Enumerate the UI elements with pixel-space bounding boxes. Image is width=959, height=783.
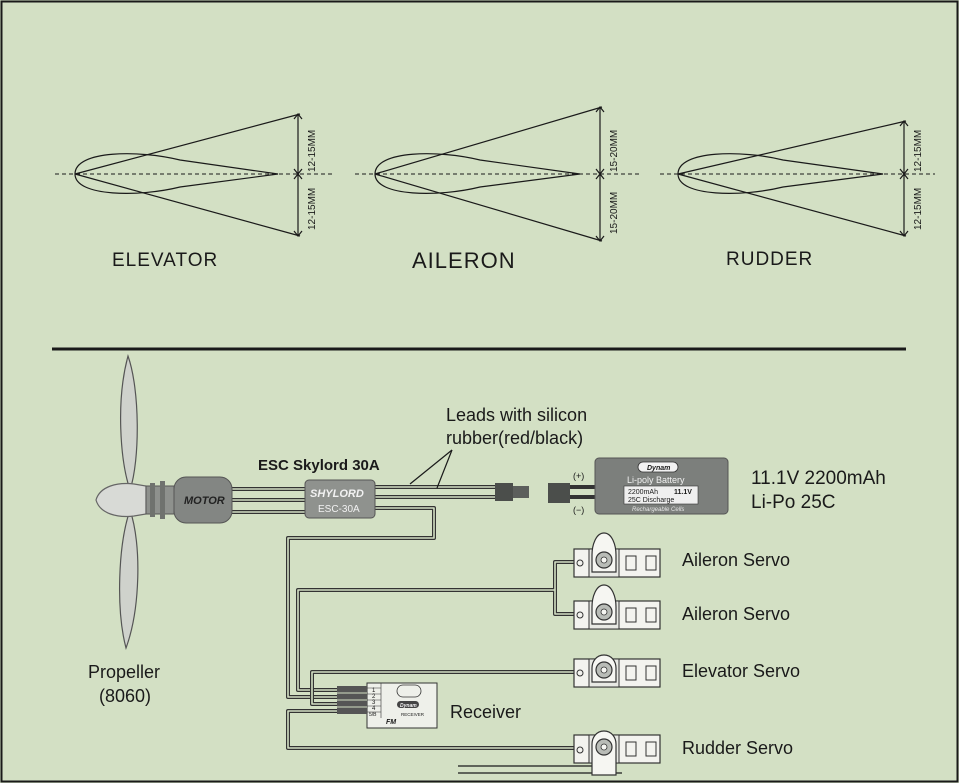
throw-line-down bbox=[74, 173, 301, 237]
servo-rudder-label: Rudder Servo bbox=[682, 738, 793, 758]
throw-line-up bbox=[677, 120, 907, 175]
battery-spec-line1: 11.1V 2200mAh bbox=[751, 468, 886, 489]
propeller-blade-top bbox=[120, 353, 138, 492]
elevator-up-throw: 12-15MM bbox=[307, 130, 318, 172]
receiver-ch-3: 3 bbox=[372, 700, 376, 706]
rudder-up-throw: 12-15MM bbox=[913, 130, 924, 172]
elevator-throw-diagram: 12-15MM 12-15MM ELEVATOR bbox=[55, 113, 335, 271]
battery-label bbox=[623, 485, 699, 505]
connector-male bbox=[495, 483, 513, 501]
battery-note: Rechargeable Cells bbox=[632, 507, 684, 513]
esc-brand: SHYLORD bbox=[310, 488, 364, 500]
propeller-label: Propeller bbox=[88, 662, 160, 682]
esc-title: ESC Skylord 30A bbox=[258, 457, 380, 474]
battery-connector bbox=[495, 483, 570, 503]
receiver-ch-4: 4 bbox=[372, 706, 376, 712]
servo-aileron-1: Aileron Servo bbox=[573, 532, 790, 578]
motor: MOTOR bbox=[145, 476, 233, 524]
receiver-pin-grid bbox=[367, 683, 382, 718]
propeller-size: (8060) bbox=[99, 686, 151, 706]
dimension-arrows bbox=[595, 106, 605, 242]
spinner bbox=[95, 482, 147, 518]
propeller-blade-bottom bbox=[119, 508, 139, 650]
esc-body bbox=[304, 479, 376, 519]
dimension-arrows bbox=[899, 120, 909, 237]
battery-negative: (−) bbox=[573, 505, 584, 515]
battery-brand: Dynam bbox=[647, 465, 670, 472]
rudder-down-throw: 12-15MM bbox=[913, 188, 924, 230]
aileron-down-throw: 15-20MM bbox=[609, 192, 620, 234]
motor-label: MOTOR bbox=[184, 495, 225, 507]
leads-note: Leads with silicon rubber(red/black) bbox=[409, 405, 587, 489]
motor-mount bbox=[150, 481, 165, 519]
throw-line-down bbox=[677, 173, 907, 237]
esc: ESC Skylord 30A SHYLORD ESC-30A bbox=[258, 457, 380, 519]
receiver-fm: FM bbox=[386, 719, 396, 726]
receiver-crystal bbox=[396, 684, 422, 698]
throw-line-down bbox=[374, 173, 603, 242]
leader-line bbox=[436, 449, 453, 489]
battery-logo-badge bbox=[637, 461, 679, 473]
leads-note-line2: rubber(red/black) bbox=[446, 428, 583, 448]
receiver-plug-dividers bbox=[337, 692, 367, 708]
leader-line bbox=[409, 449, 453, 485]
battery-voltage: 11.1V bbox=[674, 489, 692, 496]
servo-elevator-label: Elevator Servo bbox=[682, 661, 800, 681]
airfoil-shape bbox=[677, 153, 884, 194]
servo-rudder: Rudder Servo bbox=[573, 730, 793, 776]
battery-positive: (+) bbox=[573, 471, 584, 481]
battery: Dynam Li-poly Battery 2200mAh 11.1V 25C … bbox=[573, 457, 886, 515]
aileron-up-throw: 15-20MM bbox=[609, 130, 620, 172]
receiver-ch-5: 5/B bbox=[369, 712, 377, 718]
servo-aileron-1-label: Aileron Servo bbox=[682, 550, 790, 570]
battery-spec-line2: Li-Po 25C bbox=[751, 492, 836, 513]
receiver-ch-1: 1 bbox=[372, 688, 376, 694]
receiver-brand: Dynam bbox=[400, 703, 417, 709]
elevator-label: ELEVATOR bbox=[112, 250, 218, 271]
motor-body bbox=[173, 476, 233, 524]
battery-discharge: 25C Discharge bbox=[628, 497, 674, 504]
connector-female bbox=[548, 483, 570, 503]
servo-aileron-2-label: Aileron Servo bbox=[682, 604, 790, 624]
receiver-ch-2: 2 bbox=[372, 694, 376, 700]
airfoil-shape bbox=[74, 153, 279, 194]
leads-note-line1: Leads with silicon bbox=[446, 405, 587, 425]
servo-elevator: Elevator Servo bbox=[573, 654, 800, 688]
throw-line-up bbox=[374, 106, 603, 175]
airfoil-shape bbox=[374, 153, 581, 194]
elevator-down-throw: 12-15MM bbox=[307, 188, 318, 230]
receiver-label: Receiver bbox=[450, 702, 521, 722]
battery-type: Li-poly Battery bbox=[627, 475, 685, 485]
receiver: 1 2 3 4 5/B Dynam RECEIVER FM Receiver bbox=[337, 682, 521, 729]
dimension-arrows bbox=[293, 113, 303, 237]
connector-male-plug bbox=[513, 486, 529, 498]
servo-aileron-2: Aileron Servo bbox=[573, 584, 790, 630]
propeller: Propeller (8060) bbox=[88, 353, 160, 706]
aileron-label: AILERON bbox=[412, 248, 516, 273]
receiver-logo-badge bbox=[397, 701, 419, 708]
rudder-label: RUDDER bbox=[726, 249, 813, 270]
receiver-text: RECEIVER bbox=[401, 712, 425, 717]
wiring bbox=[228, 485, 622, 774]
esc-model: ESC-30A bbox=[318, 504, 360, 515]
rudder-throw-diagram: 12-15MM 12-15MM RUDDER bbox=[660, 120, 935, 270]
throw-line-up bbox=[74, 113, 301, 175]
battery-capacity: 2200mAh bbox=[628, 489, 658, 496]
aileron-throw-diagram: 15-20MM 15-20MM AILERON bbox=[355, 106, 640, 273]
